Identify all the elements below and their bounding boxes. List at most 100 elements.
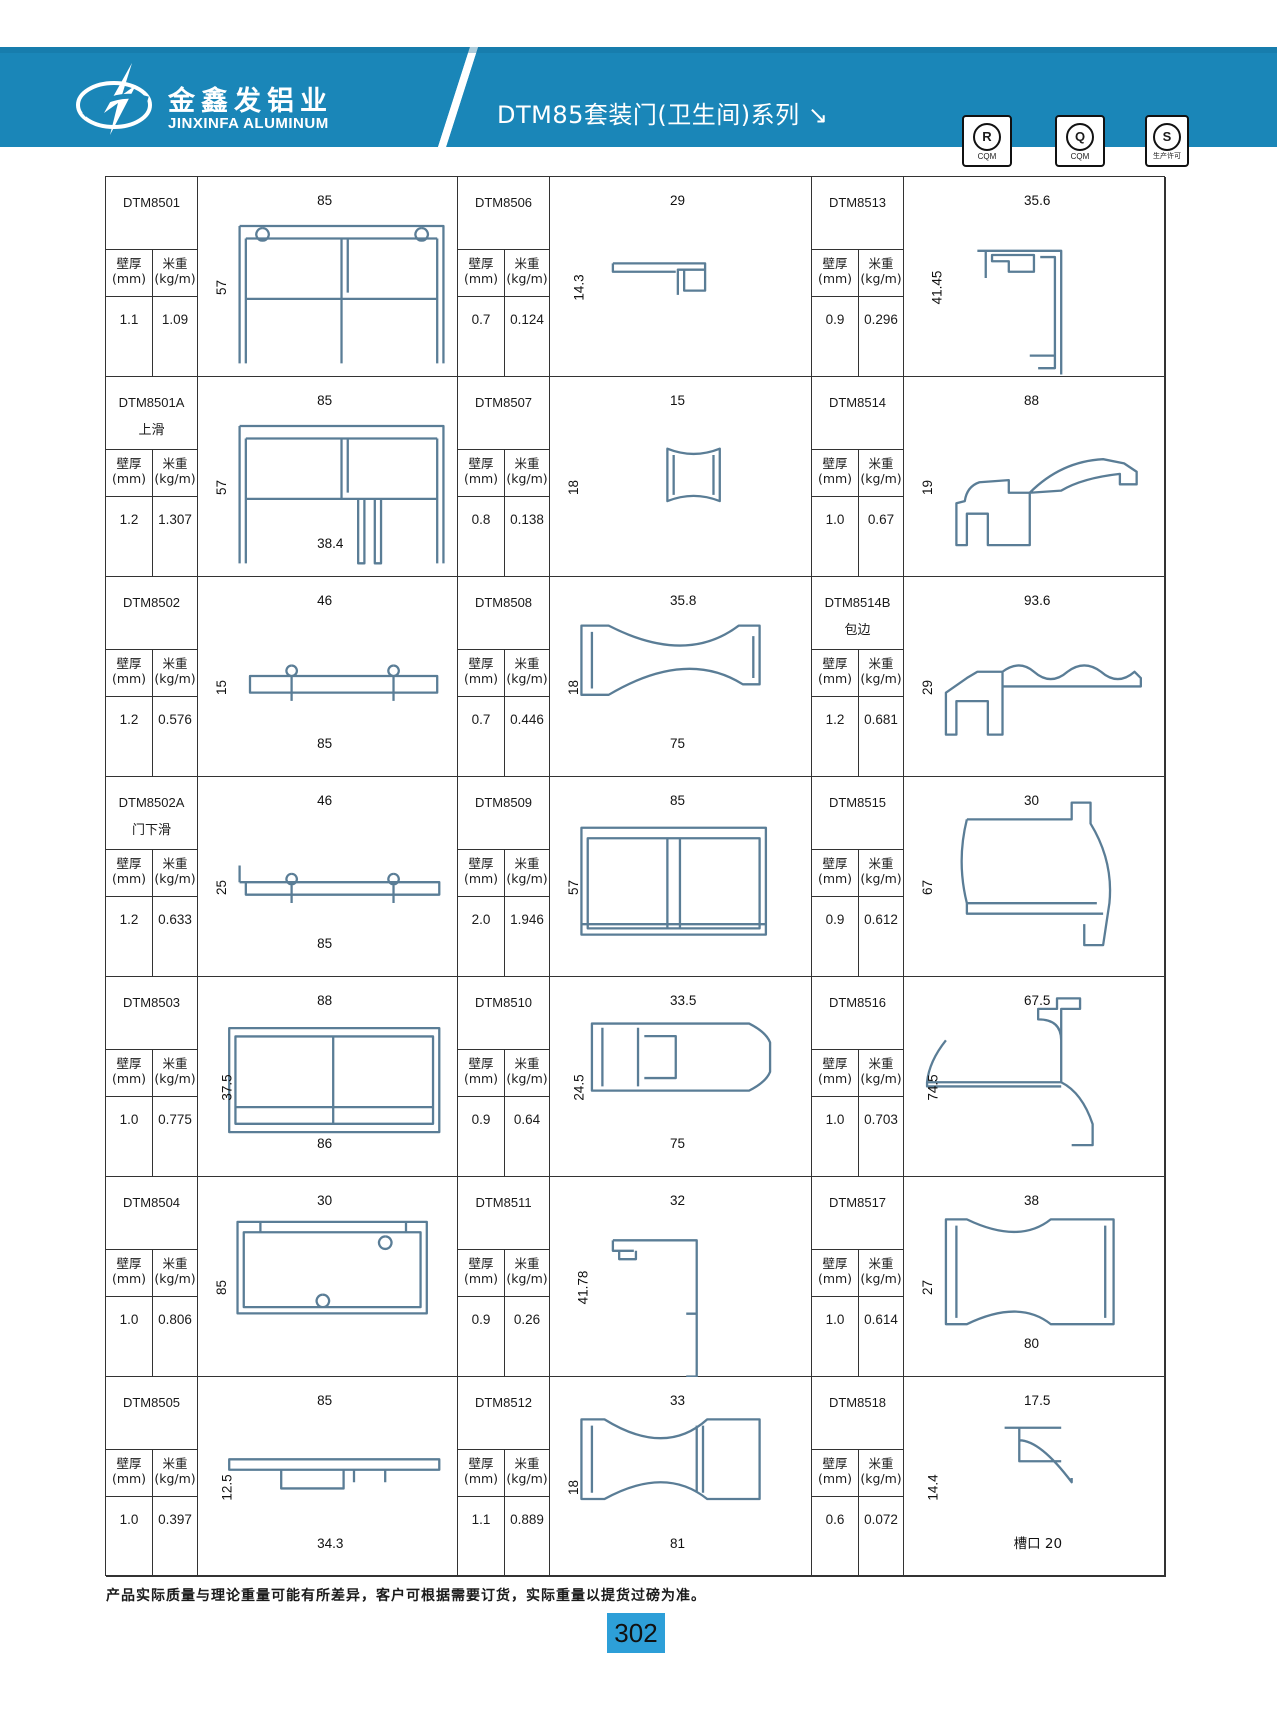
profile-cross-section (1004, 1426, 1073, 1484)
profile-cross-section (611, 1239, 698, 1378)
weight-value: 0.806 (158, 1312, 192, 1327)
weight-header: 米重 (kg/m) (154, 656, 196, 686)
dimension-label: 93.6 (1024, 592, 1051, 608)
dimension-label: 41.78 (575, 1271, 591, 1305)
weight-header: 米重 (kg/m) (860, 1256, 902, 1286)
dimension-label: 17.5 (1024, 1392, 1051, 1408)
logo-icon (76, 63, 152, 135)
page-number: 302 (607, 1613, 665, 1653)
thickness-header: 壁厚 (mm) (817, 1456, 853, 1486)
thickness-header: 壁厚 (mm) (463, 256, 499, 286)
column-header-row: 壁厚 (mm)米重 (kg/m) (106, 649, 197, 697)
profile-cross-section (228, 1026, 441, 1134)
thickness-header: 壁厚 (mm) (463, 856, 499, 886)
profile-code: DTM8505 (122, 1395, 181, 1410)
weight-header: 米重 (kg/m) (506, 1056, 548, 1086)
header-band: 金鑫发铝业 JINXINFA ALUMINUM DTM85套装门(卫生间)系列 … (0, 47, 1277, 167)
wall-thickness-value: 0.6 (825, 1512, 845, 1527)
weight-header: 米重 (kg/m) (506, 656, 548, 686)
slot-note: 槽口 20 (1013, 1536, 1063, 1553)
wall-thickness-value: 0.9 (471, 1112, 491, 1127)
column-header-row: 壁厚 (mm)米重 (kg/m) (458, 449, 549, 497)
wall-thickness-value: 0.7 (471, 712, 491, 727)
brand-name-en: JINXINFA ALUMINUM (168, 115, 329, 132)
weight-header: 米重 (kg/m) (154, 1256, 196, 1286)
weight-value: 0.67 (867, 512, 895, 527)
weight-value: 0.138 (510, 512, 544, 527)
profile-code: DTM8508 (474, 595, 533, 610)
column-divider (858, 849, 859, 976)
thickness-header: 壁厚 (mm) (817, 1256, 853, 1286)
brand-name-cn: 金鑫发铝业 (168, 86, 333, 117)
dimension-label: 30 (1024, 792, 1040, 808)
weight-value: 0.889 (510, 1512, 544, 1527)
dimension-label: 80 (1024, 1336, 1040, 1352)
thickness-header: 壁厚 (mm) (111, 1456, 147, 1486)
thickness-header: 壁厚 (mm) (817, 856, 853, 886)
weight-value: 0.681 (864, 712, 898, 727)
weight-value: 0.64 (513, 1112, 541, 1127)
column-divider (152, 249, 153, 376)
weight-header: 米重 (kg/m) (506, 256, 548, 286)
wall-thickness-value: 0.9 (825, 312, 845, 327)
wall-thickness-value: 1.0 (825, 1112, 845, 1127)
profile-subtitle: 包边 (844, 623, 871, 638)
column-divider (504, 849, 505, 976)
column-header-row: 壁厚 (mm)米重 (kg/m) (812, 649, 903, 697)
profile-cross-section (925, 997, 1094, 1147)
column-header-row: 壁厚 (mm)米重 (kg/m) (458, 1249, 549, 1297)
profile-cross-section (238, 865, 441, 903)
column-divider (504, 649, 505, 776)
profile-code: DTM8504 (122, 1195, 181, 1210)
dimension-label: 74.5 (925, 1074, 941, 1102)
thickness-header: 壁厚 (mm) (111, 1256, 147, 1286)
thickness-header: 壁厚 (mm) (463, 456, 499, 486)
column-header-row: 壁厚 (mm)米重 (kg/m) (106, 1449, 197, 1497)
dimension-label: 18 (565, 680, 581, 696)
profile-cross-section (580, 826, 768, 936)
wall-thickness-value: 0.9 (825, 912, 845, 927)
wall-thickness-value: 1.0 (825, 1312, 845, 1327)
profile-cross-section (944, 664, 1143, 736)
profile-code: DTM8517 (828, 1195, 887, 1210)
weight-value: 0.633 (158, 912, 192, 927)
column-divider (504, 1249, 505, 1376)
weight-value: 0.703 (864, 1112, 898, 1127)
dimension-label: 15 (670, 392, 686, 408)
column-divider (858, 1049, 859, 1176)
profile-cross-section (580, 624, 761, 696)
weight-header: 米重 (kg/m) (154, 1056, 196, 1086)
profile-code: DTM8502 (122, 595, 181, 610)
weight-value: 0.612 (864, 912, 898, 927)
weight-header: 米重 (kg/m) (506, 856, 548, 886)
wall-thickness-value: 0.7 (471, 312, 491, 327)
column-header-row: 壁厚 (mm)米重 (kg/m) (106, 1249, 197, 1297)
series-title: DTM85套装门(卫生间)系列 ↘ (497, 101, 829, 129)
profile-code: DTM8509 (474, 795, 533, 810)
dimension-label: 33 (670, 1392, 686, 1408)
column-divider (152, 1449, 153, 1576)
profile-code: DTM8510 (474, 995, 533, 1010)
weight-header: 米重 (kg/m) (860, 456, 902, 486)
dimension-label: 75 (670, 736, 686, 752)
weight-header: 米重 (kg/m) (154, 456, 196, 486)
